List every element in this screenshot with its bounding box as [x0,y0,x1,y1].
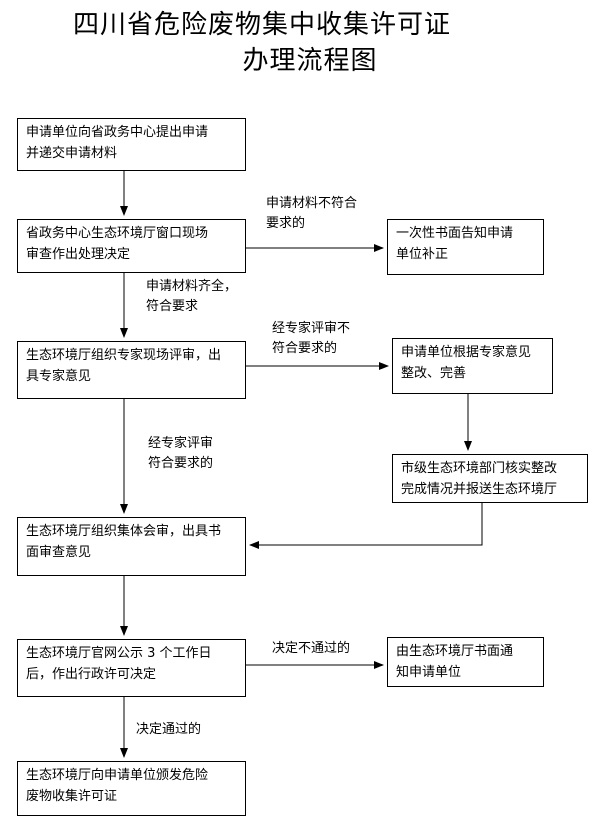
step-text-2: 审查作出处理决定 [26,247,131,262]
step-text-2: 并递交申请材料 [26,146,118,161]
step-text-2: 单位补正 [396,247,449,262]
label-materials-incomplete: 申请材料不符合 要求的 [266,194,357,234]
title-line-2: 办理流程图 [242,46,378,76]
step-text-2: 后，作出行政许可决定 [26,667,157,682]
step-text-1: 由生态环境厅书面通 [396,644,514,659]
label-decision-approved: 决定通过的 [136,720,201,740]
step-text-1: 申请单位根据专家意见 [401,345,532,360]
label-text-1: 决定通过的 [136,722,202,737]
step-notify-supplement: 一次性书面告知申请 单位补正 [387,219,544,275]
step-text-2: 废物收集许可证 [26,789,118,804]
label-text-2: 符合要求 [146,299,199,314]
arrow-r3-b4 [249,503,483,549]
step-text-1: 生态环境厅组织专家现场评审，出 [26,348,222,363]
title-line-1: 四川省危险废物集中收集许可证 [72,10,451,40]
step-text-2: 具专家意见 [26,369,92,384]
label-text-1: 经专家评审 [148,436,214,451]
step-collective-review: 生态环境厅组织集体会审，出具书 面审查意见 [17,517,246,576]
step-text-2: 面审查意见 [26,545,92,560]
step-text-1: 申请单位向省政务中心提出申请 [26,125,209,140]
label-text-2: 符合要求的 [272,341,338,356]
step-text-1: 生态环境厅向申请单位颁发危险 [26,768,209,783]
step-text-2: 知申请单位 [396,665,462,680]
label-decision-rejected: 决定不通过的 [272,639,350,659]
label-text-1: 申请材料不符合 [266,196,358,211]
step-rectify: 申请单位根据专家意见 整改、完善 [392,338,553,394]
step-public-notice: 生态环境厅官网公示 3 个工作日 后，作出行政许可决定 [17,639,246,697]
label-expert-fail: 经专家评审不 符合要求的 [272,319,350,359]
label-text-2: 要求的 [266,216,306,231]
step-text-2: 完成情况并报送生态环境厅 [401,482,558,497]
step-expert-review: 生态环境厅组织专家现场评审，出 具专家意见 [17,341,246,399]
step-text-1: 生态环境厅组织集体会审，出具书 [26,524,222,539]
step-text-1: 市级生态环境部门核实整改 [401,461,558,476]
step-issue-license: 生态环境厅向申请单位颁发危险 废物收集许可证 [17,761,246,816]
label-text-1: 决定不通过的 [272,641,351,656]
step-submit-application: 申请单位向省政务中心提出申请 并递交申请材料 [17,118,246,171]
step-window-review: 省政务中心生态环境厅窗口现场 审查作出处理决定 [17,219,246,273]
step-verify-rectification: 市级生态环境部门核实整改 完成情况并报送生态环境厅 [392,454,588,503]
step-text-1: 一次性书面告知申请 [396,226,514,241]
step-notify-rejection: 由生态环境厅书面通 知申请单位 [387,637,544,687]
label-materials-complete: 申请材料齐全， 符合要求 [146,277,237,317]
label-text-1: 申请材料齐全， [146,279,238,294]
label-text-2: 符合要求的 [148,456,214,471]
step-text-1: 省政务中心生态环境厅窗口现场 [26,226,209,241]
label-expert-pass: 经专家评审 符合要求的 [148,434,213,474]
label-text-1: 经专家评审不 [272,321,351,336]
step-text-2: 整改、完善 [401,366,467,381]
step-text-1: 生态环境厅官网公示 3 个工作日 [26,646,212,661]
